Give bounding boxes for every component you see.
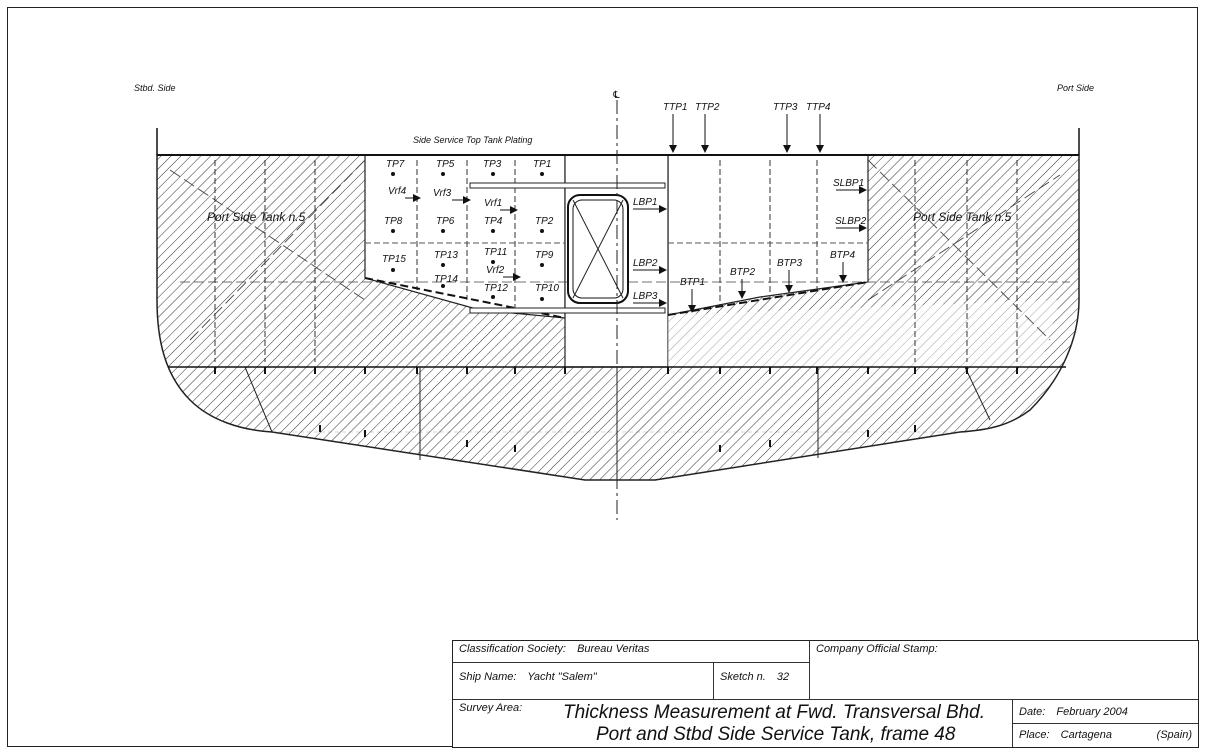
survey-area-label: Survey Area: [459,702,523,714]
place-label: Place: [1019,729,1050,741]
tank-label-right: Port Side Tank n.5 [913,210,1012,224]
tp-label: TP1 [533,159,551,170]
sketch-cell: Sketch n. 32 [714,663,810,700]
tp-label: TP2 [535,216,554,227]
vrf-label: Vrf3 [433,188,452,199]
centerline-symbol: ℄ [612,90,621,101]
title-block: Classification Society: Bureau Veritas C… [452,640,1199,748]
vrf-label: Vrf2 [486,265,505,276]
place-cell: Place: Cartagena (Spain) [1013,724,1198,747]
class-society-cell: Classification Society: Bureau Veritas [453,641,810,663]
ship-name-label: Ship Name: [459,671,517,683]
tp-label: TP13 [434,250,458,261]
place-value: Cartagena [1060,729,1113,741]
vrf-label: Vrf1 [484,198,502,209]
place-country: (Spain) [1156,729,1192,741]
lower-strip [668,300,1060,367]
survey-area-cell: Survey Area: Thickness Measurement at Fw… [453,700,1013,747]
sketch-label: Sketch n. [720,671,766,683]
measurement-dots [391,172,544,301]
ttp-label: TTP1 [663,102,687,113]
tp-label: TP4 [484,216,503,227]
btp-label: BTP2 [730,267,755,278]
tp-label: TP14 [434,274,458,285]
tp-label: TP6 [436,216,455,227]
tp-label: TP5 [436,159,455,170]
ship-name-cell: Ship Name: Yacht "Salem" [453,663,714,700]
tp-label: TP3 [483,159,502,170]
tp-label: TP12 [484,283,508,294]
tank-label-left: Port Side Tank n.5 [207,210,306,224]
ship-name-value: Yacht "Salem" [527,671,597,683]
stbd-side-label: Stbd. Side [134,83,176,93]
port-side-label: Port Side [1057,83,1094,93]
tp-label: TP7 [386,159,405,170]
stamp-label: Company Official Stamp: [816,643,938,655]
survey-title-line2: Port and Stbd Side Service Tank, frame 4… [596,724,956,745]
tp-label: TP15 [382,254,406,265]
stamp-cell: Company Official Stamp: [810,641,1198,700]
vrf-label: Vrf4 [388,186,407,197]
ttp-label: TTP3 [773,102,798,113]
lbp-label: LBP1 [633,197,657,208]
lbp-label: LBP3 [633,291,658,302]
date-cell: Date: February 2004 [1013,700,1198,724]
slbp-label: SLBP1 [833,178,864,189]
survey-title-line1: Thickness Measurement at Fwd. Transversa… [563,702,986,723]
slbp-label: SLBP2 [835,216,867,227]
sketch-value: 32 [776,671,790,683]
ttp-label: TTP4 [806,102,831,113]
btp-label: BTP4 [830,250,855,261]
date-label: Date: [1019,706,1046,718]
class-society-value: Bureau Veritas [577,643,650,655]
date-value: February 2004 [1056,706,1128,718]
btp-label: BTP1 [680,277,705,288]
class-society-label: Classification Society: [459,643,566,655]
btp-label: BTP3 [777,258,802,269]
tp-label: TP10 [535,283,559,294]
top-plating-label: Side Service Top Tank Plating [413,135,532,145]
lbp-label: LBP2 [633,258,658,269]
tp-label: TP8 [384,216,403,227]
ttp-label: TTP2 [695,102,720,113]
tp-label: TP9 [535,250,554,261]
tp-label: TP11 [484,247,507,258]
